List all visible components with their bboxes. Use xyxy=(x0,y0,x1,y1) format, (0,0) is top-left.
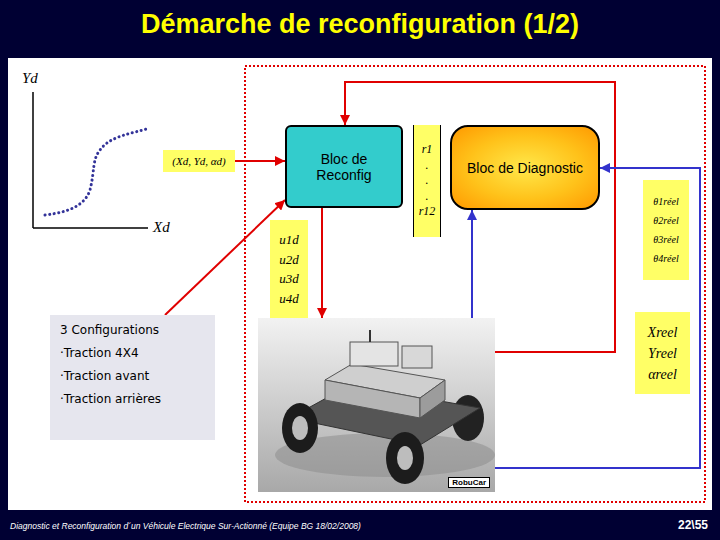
battery-box xyxy=(325,380,420,418)
photo-ground xyxy=(258,318,495,492)
configuration-box: 3 Configurations ·Traction 4X4 ·Traction a… xyxy=(50,315,215,440)
node-text: 3 Configurations xyxy=(60,323,159,337)
signal-connector xyxy=(321,208,323,318)
command-vector: u1d u2d u3d u4d xyxy=(270,220,308,318)
wheel xyxy=(282,403,318,453)
node-text: u1d u2d u3d u4d xyxy=(272,230,306,308)
node-text: ·Traction arrières xyxy=(60,392,161,406)
residual-vector: r1 . . . r12 xyxy=(413,125,441,237)
node-text: Bloc de Diagnostic xyxy=(467,160,583,176)
measure-vector: θ1réel θ2réel θ3réel θ4réel xyxy=(643,180,689,280)
control-box xyxy=(402,346,432,368)
node-text: Xreel Yreel αreel xyxy=(637,322,688,385)
signal-connector xyxy=(345,82,615,352)
wheel xyxy=(386,432,424,484)
position-vector: Xreel Yreel αreel xyxy=(635,312,690,394)
node-text: RobuCar xyxy=(448,477,490,488)
axis-label: Xd xyxy=(153,219,170,236)
control-box xyxy=(350,342,398,366)
robucar-photo xyxy=(258,318,495,492)
node-text: r1 . . . r12 xyxy=(416,142,438,220)
dotted-frame xyxy=(245,66,705,502)
wheel-rim xyxy=(397,446,413,470)
content-area xyxy=(8,58,712,510)
wheel-rim xyxy=(292,416,308,440)
axis-label: Yd xyxy=(22,70,38,87)
page-number: 22\55 xyxy=(678,518,708,532)
signal-connector xyxy=(235,160,285,162)
signal-box: (Xd, Yd, αd) xyxy=(163,150,235,172)
y-axis xyxy=(32,92,34,228)
process-box: Bloc de Reconfig xyxy=(285,125,403,208)
node-text: ·Traction 4X4 xyxy=(60,346,139,360)
footer-text: Diagnostic et Reconfiguration d´un Véhic… xyxy=(10,521,361,531)
signal-connector xyxy=(471,210,473,318)
trajectory-curve xyxy=(45,128,150,215)
signal-connector xyxy=(495,168,700,468)
node-text: θ1réel θ2réel θ3réel θ4réel xyxy=(645,192,687,268)
process-box: Bloc de Diagnostic xyxy=(450,125,600,210)
node-text: Bloc de Reconfig xyxy=(295,151,393,183)
x-axis xyxy=(33,227,148,229)
battery-box xyxy=(420,380,445,418)
node-text: ·Traction avant xyxy=(60,369,149,383)
node-text: (Xd, Yd, αd) xyxy=(172,155,225,167)
antenna xyxy=(369,330,371,342)
vehicle-photo: RobuCar xyxy=(258,318,495,492)
slide-title: Démarche de reconfiguration (1/2) xyxy=(0,9,720,40)
signal-connector xyxy=(165,200,285,315)
